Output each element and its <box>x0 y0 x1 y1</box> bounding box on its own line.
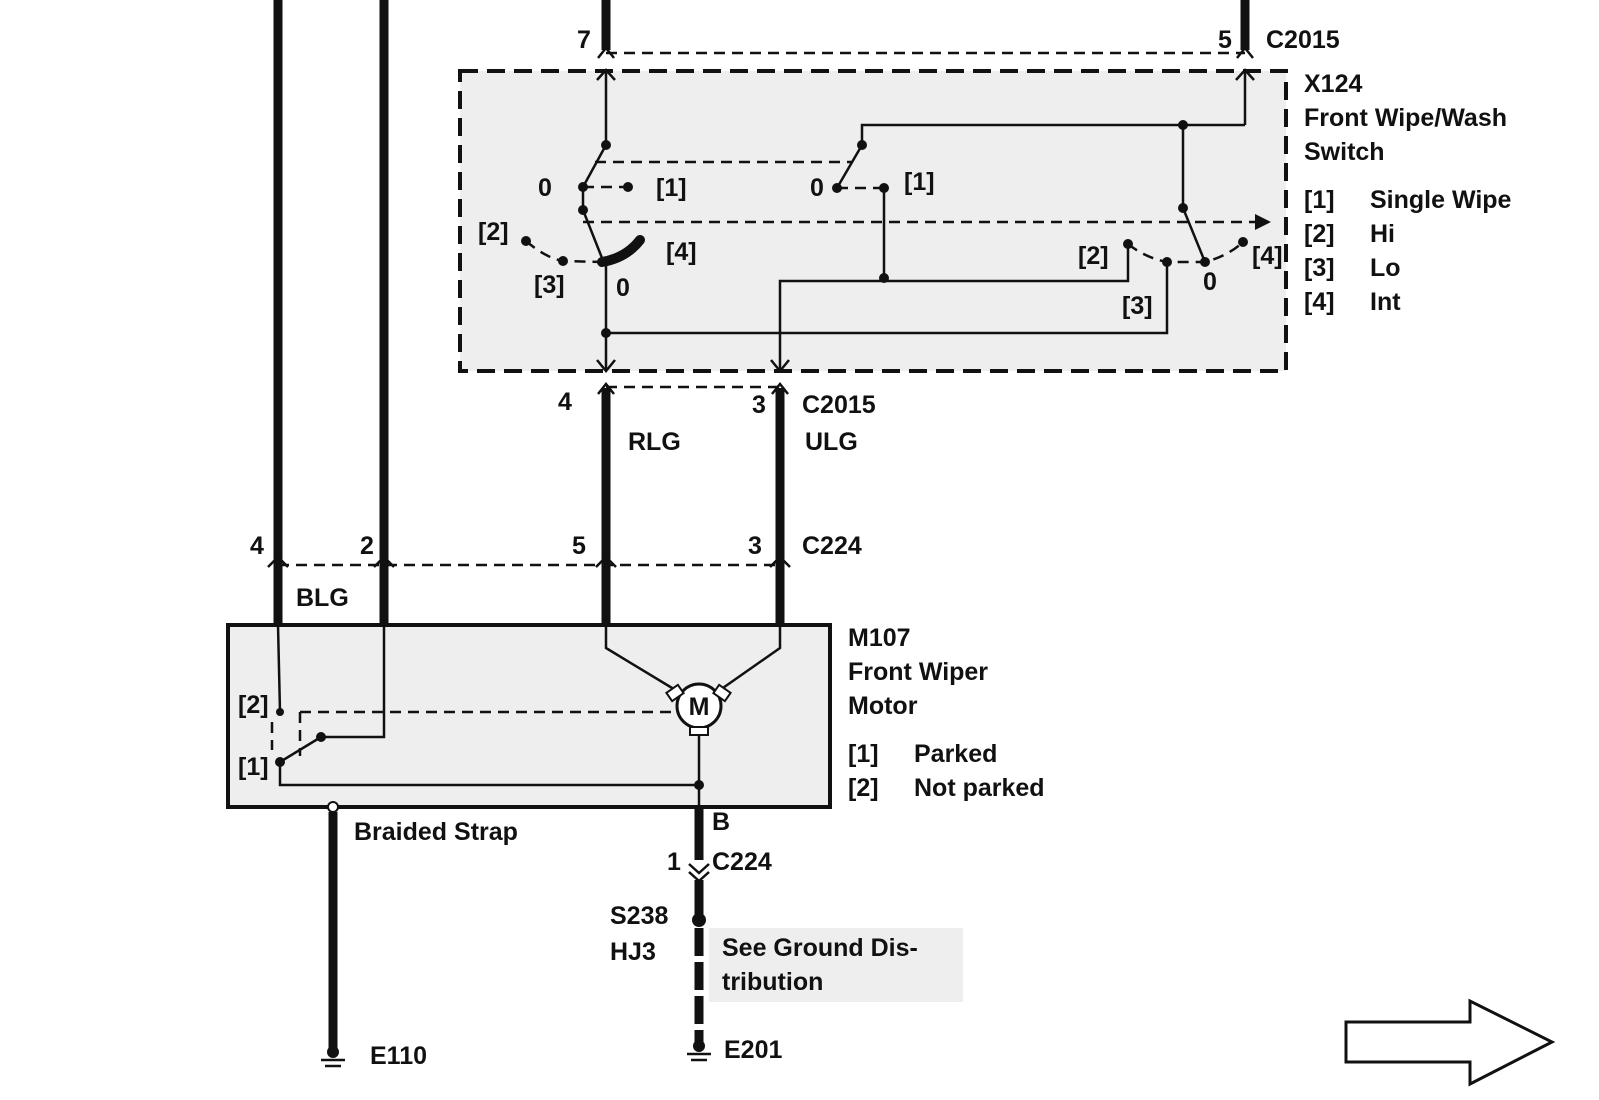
splice-id: S238 <box>610 902 668 930</box>
pin4-c224-label: 4 <box>250 532 264 560</box>
switch1-p1-contact <box>623 182 633 192</box>
connector-c224-pin2 <box>373 555 395 568</box>
switch-legend-key-2: [2] <box>1304 220 1335 248</box>
selector-left-p3-label: [3] <box>534 271 565 299</box>
park-switch-return <box>278 762 699 787</box>
pin4-mid-label: 4 <box>558 388 572 416</box>
selector-right-blade <box>1181 207 1207 263</box>
motor-icon: M <box>665 682 732 736</box>
next-page-arrow-icon[interactable] <box>1344 998 1556 1087</box>
switch-legend-val-4: Int <box>1370 288 1401 316</box>
wire-blg-label: BLG <box>296 584 349 612</box>
switch-legend-key-1: [1] <box>1304 186 1335 214</box>
bus-hi-wire <box>778 244 1130 370</box>
ground-icon <box>687 1040 711 1062</box>
connector-pin7 <box>597 45 615 59</box>
selector-right-zero-label: 0 <box>1203 268 1217 296</box>
arrow-down-middle <box>770 359 790 373</box>
motor-name-line1: Front Wiper <box>848 658 988 686</box>
motor-name-line2: Motor <box>848 692 918 720</box>
arrow-up-left <box>596 68 616 81</box>
motor-switch-p2-label: [2] <box>238 691 269 719</box>
park-contact-2-wire <box>276 624 282 713</box>
selector-left-blade <box>581 209 604 259</box>
connector-c224-pin4 <box>267 555 289 568</box>
connector-c224-pin3 <box>769 555 791 568</box>
ground-distribution-link[interactable] <box>709 928 963 1002</box>
switch-top-bus <box>860 123 1245 145</box>
arrow-up-right <box>1235 68 1255 81</box>
motor-box <box>226 623 832 809</box>
switch1-blade <box>581 144 608 188</box>
pin5-c224-label: 5 <box>572 532 586 560</box>
connector-c224-pin5 <box>595 555 617 568</box>
selector-right-arc-dash <box>1127 241 1244 264</box>
bus-lo-wire <box>606 262 1169 335</box>
braided-strap-terminal <box>327 801 339 813</box>
switch-legend-val-1: Single Wipe <box>1370 186 1512 214</box>
pin2-c224-label: 2 <box>360 532 374 560</box>
braided-strap-label: Braided Strap <box>354 818 518 846</box>
selector-right-p4 <box>1238 237 1248 247</box>
selector-left-p4-label: [4] <box>666 238 697 266</box>
switch2-blade <box>835 144 864 189</box>
selector-right-p2-label: [2] <box>1078 242 1109 270</box>
switch1-zero-label: 0 <box>538 174 552 202</box>
c2015-mid-label: C2015 <box>802 391 876 419</box>
motor-symbol: M <box>689 693 710 721</box>
selector-left-arc <box>597 235 645 267</box>
connector-c224-pin1 <box>688 863 710 883</box>
switch-legend-val-2: Hi <box>1370 220 1395 248</box>
park-switch-pivot <box>275 757 285 767</box>
selector-right-p4-label: [4] <box>1252 242 1283 270</box>
ground-link-line2[interactable]: tribution <box>722 968 823 996</box>
splice-s238 <box>692 913 706 927</box>
motor-legend-val-1: Parked <box>914 740 997 768</box>
wire-rlg-label: RLG <box>628 428 681 456</box>
connector-pin5 <box>1236 45 1254 59</box>
wire-ulg-label: ULG <box>805 428 858 456</box>
park-switch-blade <box>279 735 322 764</box>
selector-arrow-head <box>1255 214 1271 230</box>
pin1-c224-label: 1 <box>667 848 681 876</box>
motor-legend-val-2: Not parked <box>914 774 1045 802</box>
selector-left-p2-label: [2] <box>478 218 509 246</box>
motor-legend-key-1: [1] <box>848 740 879 768</box>
selector-left-zero-label: 0 <box>616 274 630 302</box>
switch-legend-key-3: [3] <box>1304 254 1335 282</box>
c224-lower-label: C224 <box>712 848 772 876</box>
pin3-mid-label: 3 <box>752 391 766 419</box>
switch-legend-key-4: [4] <box>1304 288 1335 316</box>
motor-lead-left <box>604 625 683 696</box>
switch2-zero-label: 0 <box>810 174 824 202</box>
motor-id: M107 <box>848 624 911 652</box>
ground-e201-label: E201 <box>724 1036 782 1064</box>
switch-legend-val-3: Lo <box>1370 254 1401 282</box>
ground-link-line1[interactable]: See Ground Dis- <box>722 934 918 962</box>
arrow-down-left <box>596 359 616 373</box>
switch-name-line1: Front Wipe/Wash <box>1304 104 1507 132</box>
ground-icon <box>321 1046 345 1068</box>
connector-pin3-mid <box>771 381 789 395</box>
connector-pin4-mid <box>597 381 615 395</box>
pin5-top-label: 5 <box>1218 26 1232 54</box>
c2015-top-label: C2015 <box>1266 26 1340 54</box>
motor-switch-p1-label: [1] <box>238 753 269 781</box>
switch-id: X124 <box>1304 70 1362 98</box>
motor-lead-right <box>719 625 782 692</box>
splice-code: HJ3 <box>610 938 656 966</box>
c224-label: C224 <box>802 532 862 560</box>
selector-right-p3-label: [3] <box>1122 292 1153 320</box>
wire-b-label: B <box>712 808 730 836</box>
pin7-label: 7 <box>577 26 591 54</box>
selector-left-arc-dash <box>525 240 603 264</box>
pin3-c224-label: 3 <box>748 532 762 560</box>
switch-name-line2: Switch <box>1304 138 1385 166</box>
park-switch-feed <box>321 625 386 739</box>
motor-legend-key-2: [2] <box>848 774 879 802</box>
ground-e110-label: E110 <box>370 1042 427 1070</box>
switch2-p1-label: [1] <box>904 168 935 196</box>
switch1-p1-label: [1] <box>656 174 687 202</box>
